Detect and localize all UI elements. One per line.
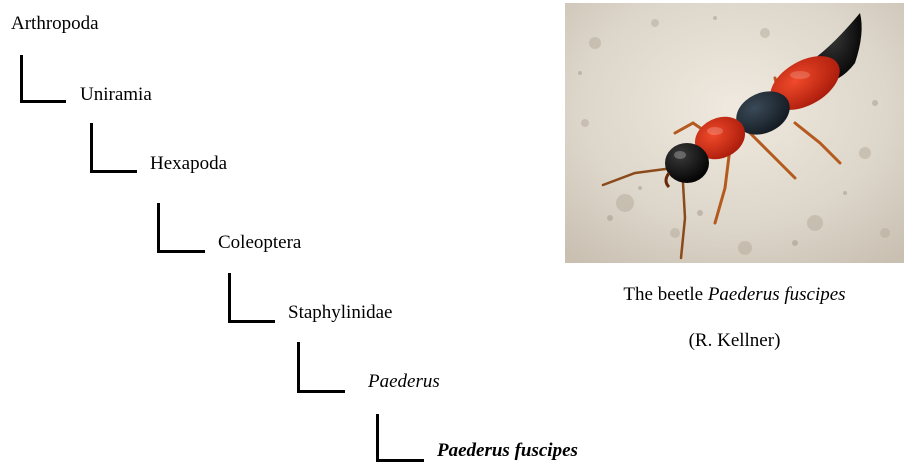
taxon-hexapoda: Hexapoda [150, 153, 227, 175]
taxon-arthropoda: Arthropoda [11, 13, 99, 35]
caption-species: Paederus fuscipes [708, 284, 846, 305]
taxon-coleoptera: Coleoptera [218, 232, 301, 254]
taxon-uniramia: Uniramia [80, 84, 152, 106]
tree-connector [20, 55, 66, 103]
tree-connector [297, 342, 345, 393]
tree-connector [376, 414, 424, 462]
photo-credit: (R. Kellner) [565, 330, 904, 352]
photo-caption: The beetle Paederus fuscipes [565, 284, 904, 306]
taxon-staphylinidae: Staphylinidae [288, 302, 392, 324]
tree-connector [90, 123, 137, 173]
paederus-beetle-illustration [565, 3, 904, 263]
tree-connector [228, 273, 275, 323]
taxon-paederus-fuscipes: Paederus fuscipes [437, 440, 578, 462]
tree-connector [157, 203, 205, 253]
caption-prefix: The beetle [623, 284, 707, 305]
beetle-photo [565, 3, 904, 263]
taxon-paederus: Paederus [368, 371, 440, 393]
